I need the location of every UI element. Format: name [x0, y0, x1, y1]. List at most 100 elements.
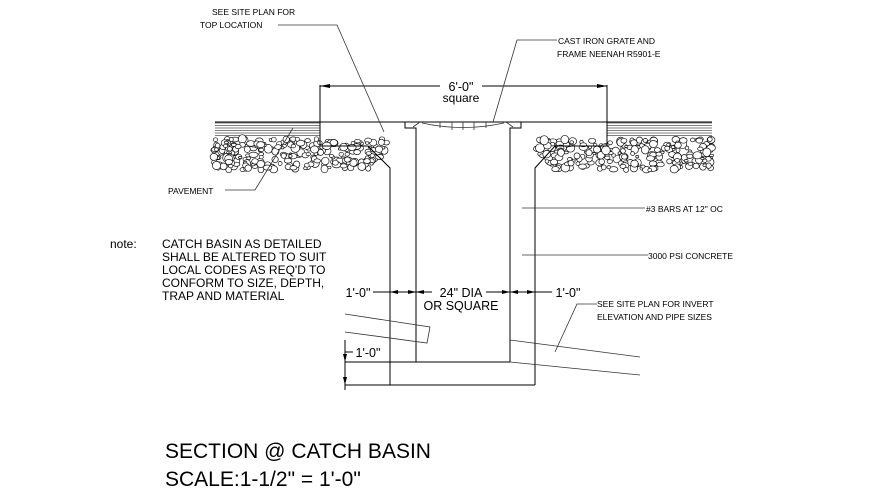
gravel-stone	[653, 147, 661, 153]
gravel-stone	[363, 158, 371, 164]
gravel-stone	[344, 156, 351, 163]
inlet-pipe-left	[344, 313, 431, 344]
gravel-stone	[256, 141, 266, 148]
gravel-stone	[611, 153, 617, 158]
note-body: CATCH BASIN AS DETAILED SHALL BE ALTERED…	[162, 237, 327, 303]
gravel-stone	[640, 145, 650, 155]
gravel-stone	[313, 136, 319, 142]
leader-lines	[225, 24, 648, 353]
gravel-stone	[692, 151, 703, 160]
note-line: SHALL BE ALTERED TO SUIT	[162, 250, 327, 264]
gravel-stone	[209, 153, 219, 161]
overall-dimension-label: 6'-0"	[449, 80, 474, 94]
grate-callout-line1: CAST IRON GRATE AND	[558, 36, 655, 46]
gravel-stone	[675, 147, 681, 153]
gravel-stone	[328, 153, 334, 158]
gravel-stone	[695, 137, 704, 144]
gravel-stone	[578, 163, 587, 170]
gravel-stone	[211, 161, 222, 170]
gravel-stone	[283, 157, 293, 164]
gravel-stone	[690, 137, 696, 143]
gravel-stone	[686, 153, 694, 159]
gravel-stone	[227, 146, 233, 152]
gravel-stone	[256, 160, 266, 168]
gravel-stone	[320, 164, 329, 174]
gravel-stone	[687, 161, 694, 166]
gravel-stone	[365, 141, 370, 145]
gravel-stone	[243, 145, 251, 153]
wall-opening-dimensions	[373, 290, 552, 294]
gravel-stone	[280, 152, 287, 159]
gravel-stone	[702, 147, 712, 157]
gravel-stone	[288, 154, 293, 158]
gravel-stone	[228, 137, 234, 142]
concrete-structure	[215, 85, 712, 386]
gravel-stone	[684, 145, 690, 151]
gravel-stone	[604, 155, 611, 160]
gravel-stone	[258, 152, 265, 157]
gravel-stone	[630, 151, 635, 156]
note-line: CATCH BASIN AS DETAILED	[162, 237, 322, 251]
gravel-stone	[258, 147, 265, 152]
gravel-stone	[551, 166, 560, 173]
pavement-hatch-right	[607, 122, 712, 136]
gravel-stone	[212, 137, 219, 142]
pavement-callout: PAVEMENT	[168, 186, 214, 196]
gravel-stone	[354, 138, 361, 144]
right-wall-dimension-label: 1'-0"	[556, 286, 581, 300]
gravel-stone	[635, 155, 640, 159]
gravel-stone	[623, 167, 629, 173]
gravel-stone	[569, 140, 574, 145]
gravel-stone	[606, 159, 613, 164]
gravel-stone	[248, 151, 259, 158]
gravel-stone	[702, 158, 708, 163]
gravel-stone	[608, 166, 619, 173]
overall-dimension	[320, 84, 607, 88]
gravel-stone	[593, 145, 601, 154]
gravel-stone	[289, 165, 298, 171]
gravel-stone	[640, 164, 646, 169]
note-line: LOCAL CODES AS REQ'D TO	[162, 263, 325, 277]
gravel-stone	[656, 161, 665, 168]
left-wall-dimension-label: 1'-0"	[346, 286, 371, 300]
gravel-stone	[598, 158, 605, 165]
drawing-scale: SCALE:1-1/2" = 1'-0"	[165, 468, 361, 491]
rebar-callout: #3 BARS AT 12" OC	[646, 204, 723, 214]
concrete-callout: 3000 PSI CONCRETE	[648, 251, 733, 261]
gravel-stone	[290, 143, 296, 149]
gravel-stone	[304, 138, 311, 143]
drawing-title: SECTION @ CATCH BASIN	[165, 440, 431, 463]
gravel-stone	[271, 136, 277, 143]
gravel-stone	[214, 147, 219, 152]
gravel-stone	[375, 145, 383, 153]
gravel-stone	[642, 138, 648, 143]
note-line: CONFORM TO SIZE, DEPTH,	[162, 276, 324, 290]
gravel-stone	[601, 145, 611, 155]
gravel-stone	[357, 162, 367, 171]
gravel-stone	[304, 162, 310, 168]
gravel-base-left	[209, 134, 390, 174]
gravel-stone	[344, 152, 350, 157]
gravel-stone	[646, 155, 655, 162]
gravel-stone	[573, 152, 581, 160]
gravel-stone	[378, 138, 385, 146]
gravel-stone	[246, 156, 251, 160]
pavement-hatch-left	[215, 122, 320, 136]
gravel-stone	[617, 151, 622, 155]
gravel-stone	[560, 134, 570, 145]
gravel-stone	[544, 159, 550, 164]
note-label: note:	[110, 237, 137, 251]
gravel-stone	[305, 152, 311, 156]
opening-dimension-label: 24" DIA	[440, 286, 483, 300]
site-plan-top-callout-line1: SEE SITE PLAN FOR	[212, 7, 295, 17]
gravel-stone	[674, 158, 681, 163]
gravel-stone	[332, 159, 339, 166]
invert-callout-line2: ELEVATION AND PIPE SIZES	[597, 312, 712, 322]
gravel-stone	[709, 153, 714, 157]
gravel-stone	[707, 136, 713, 142]
gravel-stone	[630, 159, 639, 168]
gravel-stone	[313, 158, 321, 164]
gravel-stone	[365, 151, 372, 156]
gravel-stone	[620, 137, 628, 144]
